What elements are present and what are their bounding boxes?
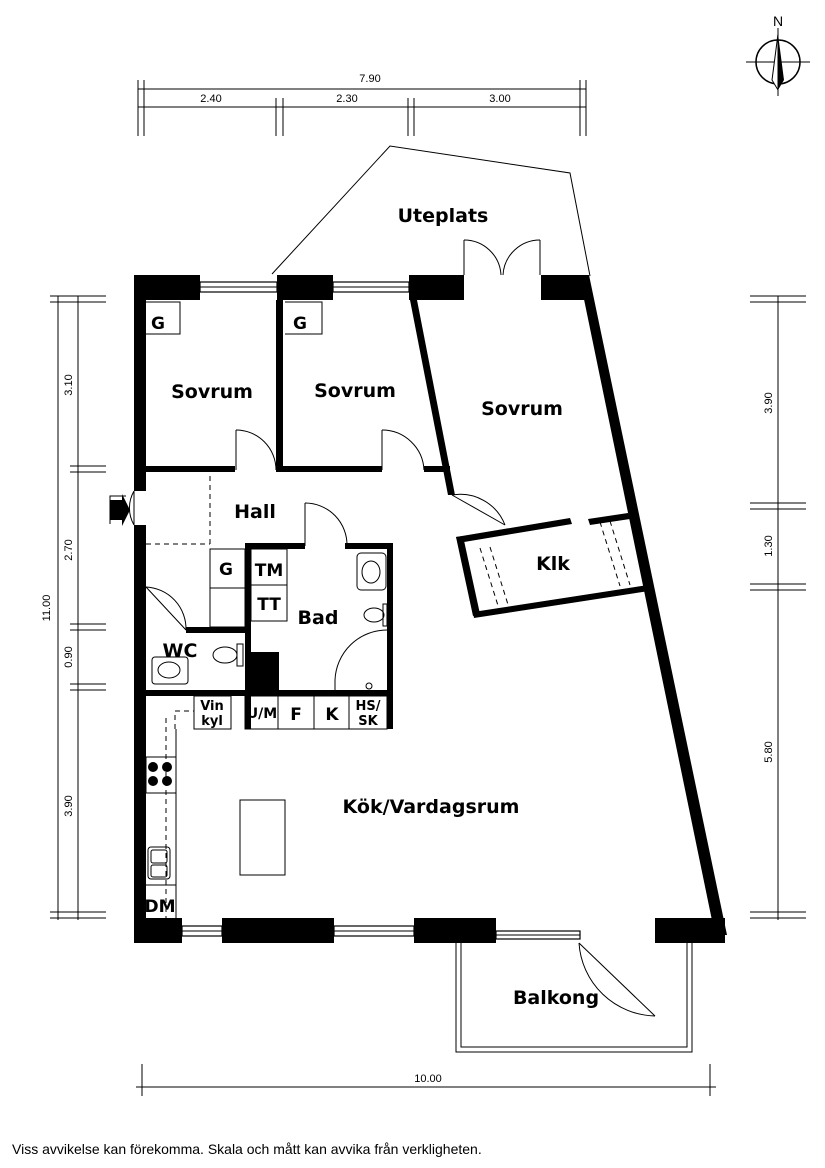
dim-top-seg-3: 3.00 xyxy=(489,93,510,105)
garderob-label: G xyxy=(151,314,165,334)
stove-burner-icon xyxy=(162,776,172,786)
terrace-doors xyxy=(463,239,541,276)
hssk-label-2: SK xyxy=(358,714,378,729)
interior-walls xyxy=(142,300,649,729)
kitchen-sink-icon xyxy=(147,846,171,880)
north-label: N xyxy=(773,13,783,29)
dim-left-seg-2: 2.70 xyxy=(63,539,75,560)
tm-label: TM xyxy=(255,561,284,581)
wc-toilet-icon xyxy=(212,646,238,664)
vinkyl-label-2: kyl xyxy=(201,714,223,729)
compass-rose-icon: N xyxy=(746,13,810,96)
tt-label: TT xyxy=(257,595,281,615)
bottom-dimensions: 10.00 xyxy=(136,1064,716,1096)
dim-left-total: 11.00 xyxy=(41,595,53,622)
dim-top-seg-1: 2.40 xyxy=(200,93,221,105)
stove-burner-icon xyxy=(148,776,158,786)
wc-sink-icon xyxy=(151,656,189,685)
fixture-labels: G G G TM TT Vin kyl U/M F K HS/ SK DM xyxy=(144,314,380,917)
entrance-arrow-icon xyxy=(110,494,130,526)
left-dimensions: 11.00 3.10 2.70 0.90 3.90 xyxy=(41,295,106,920)
disclaimer-text: Viss avvikelse kan förekomma. Skala och … xyxy=(12,1141,482,1157)
windows xyxy=(181,281,581,940)
dim-left-seg-1: 3.10 xyxy=(63,374,75,395)
room-label-sovrum-2: Sovrum xyxy=(314,380,396,402)
dim-top-total: 7.90 xyxy=(359,73,380,85)
room-label-wc: WC xyxy=(163,640,198,662)
room-label-balkong: Balkong xyxy=(513,987,599,1009)
um-label: U/M xyxy=(247,706,277,722)
dim-left-seg-3: 0.90 xyxy=(63,646,75,667)
entrance-door xyxy=(109,490,135,526)
wardrobe-outlines xyxy=(144,301,631,628)
dim-right-seg-2: 1.30 xyxy=(763,535,775,556)
hssk-label-1: HS/ xyxy=(356,699,381,714)
kitchen-island xyxy=(239,799,286,876)
right-dimensions: 3.90 1.30 5.80 xyxy=(750,295,806,920)
bath-fixtures xyxy=(151,548,388,690)
room-label-hall: Hall xyxy=(234,501,276,523)
floor-plan: N 7.90 2.40 2.30 3.00 11.00 3.10 2.70 xyxy=(41,13,810,1096)
room-label-sovrum-3: Sovrum xyxy=(481,398,563,420)
stove-burner-icon xyxy=(162,762,172,772)
dm-label: DM xyxy=(144,897,175,917)
room-label-sovrum-1: Sovrum xyxy=(171,381,253,403)
room-labels: Uteplats Sovrum Sovrum Sovrum Hall Klk B… xyxy=(163,205,600,1009)
terrace-outline xyxy=(271,145,591,277)
shower-curve xyxy=(334,629,388,690)
dim-top-seg-2: 2.30 xyxy=(336,93,357,105)
room-label-uteplats: Uteplats xyxy=(398,205,489,227)
top-dimensions: 7.90 2.40 2.30 3.00 xyxy=(137,73,587,136)
balcony-outline xyxy=(455,943,693,1053)
dim-left-seg-4: 3.90 xyxy=(63,795,75,816)
dim-right-seg-1: 3.90 xyxy=(763,392,775,413)
f-label: F xyxy=(290,705,302,725)
room-label-bad: Bad xyxy=(298,607,339,629)
room-label-klk: Klk xyxy=(536,553,570,575)
k-label: K xyxy=(325,705,339,725)
garderob-label: G xyxy=(219,560,233,580)
vinkyl-label-1: Vin xyxy=(200,699,224,714)
room-label-kok-vardagsrum: Kök/Vardagsrum xyxy=(343,796,520,818)
garderob-label: G xyxy=(293,314,307,334)
exterior-walls xyxy=(134,275,727,943)
door-swings xyxy=(145,429,656,1017)
bath-sink-icon xyxy=(356,552,387,591)
bath-toilet-icon xyxy=(363,607,385,623)
dim-bottom-total: 10.00 xyxy=(414,1073,442,1085)
stove-burner-icon xyxy=(148,762,158,772)
dim-right-seg-3: 5.80 xyxy=(763,741,775,762)
kitchen-fixtures xyxy=(145,695,388,918)
